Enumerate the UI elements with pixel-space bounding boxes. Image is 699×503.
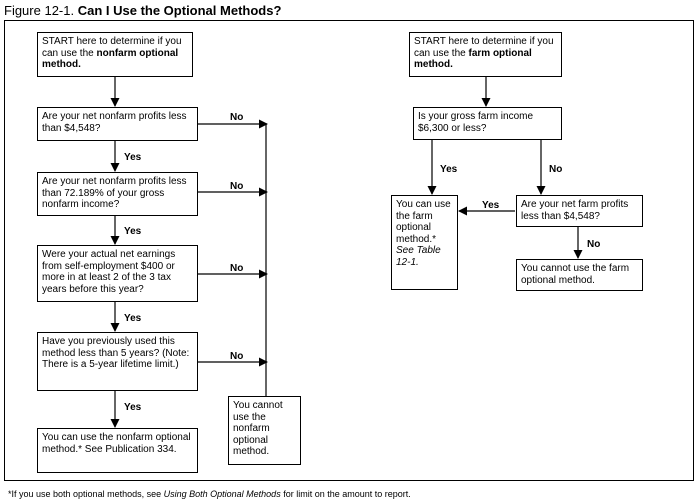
farm-result-no-text: You cannot use the farm optional method. (521, 263, 630, 286)
farm-result-yes-reference: See Table 12-1. (396, 245, 441, 268)
figure-title: Figure 12-1. Can I Use the Optional Meth… (4, 3, 281, 18)
farm-q2-box: Are your net farm profits less than $4,5… (516, 195, 643, 227)
nonfarm-q3-text: Were your actual net earnings from self-… (42, 249, 176, 295)
nonfarm-q1-box: Are your net nonfarm profits less than $… (37, 107, 198, 141)
nonfarm-q1-no-label: No (230, 112, 244, 123)
footnote-reference: Using Both Optional Methods (163, 489, 281, 499)
nonfarm-q2-text: Are your net nonfarm profits less than 7… (42, 176, 187, 210)
nonfarm-result-yes-text: You can use the nonfarm optional method.… (42, 432, 191, 455)
nonfarm-q2-yes-label: Yes (124, 226, 142, 237)
farm-q1-text: Is your gross farm income $6,300 or less… (418, 111, 534, 134)
figure-title-text: Can I Use the Optional Methods? (77, 3, 282, 18)
farm-result-no-box: You cannot use the farm optional method. (516, 259, 643, 291)
farm-result-yes-text: You can use the farm optional method.* (396, 199, 451, 245)
farm-start-box: START here to determine if you can use t… (409, 32, 562, 77)
nonfarm-q2-box: Are your net nonfarm profits less than 7… (37, 172, 198, 216)
nonfarm-start-bold: nonfarm optional method. (42, 47, 179, 71)
nonfarm-q4-yes-label: Yes (124, 402, 142, 413)
nonfarm-q4-box: Have you previously used this method les… (37, 332, 198, 391)
nonfarm-q1-text: Are your net nonfarm profits less than $… (42, 111, 187, 134)
farm-q1-box: Is your gross farm income $6,300 or less… (413, 107, 562, 140)
nonfarm-result-no-text: You cannot use the nonfarm optional meth… (233, 400, 283, 457)
figure-number: Figure 12-1. (4, 3, 75, 18)
nonfarm-q4-text: Have you previously used this method les… (42, 336, 190, 370)
figure-frame (4, 20, 694, 481)
farm-result-yes-box: You can use the farm optional method.* S… (391, 195, 458, 290)
nonfarm-q4-no-label: No (230, 351, 244, 362)
farm-q1-yes-label: Yes (440, 164, 458, 175)
footnote-text-end: for limit on the amount to report. (283, 489, 411, 499)
nonfarm-start-box: START here to determine if you can use t… (37, 32, 193, 77)
nonfarm-q3-no-label: No (230, 263, 244, 274)
footnote: *If you use both optional methods, see U… (8, 489, 411, 500)
nonfarm-start-text: START here to determine if you can use t… (42, 36, 182, 59)
farm-start-text: START here to determine if you can use t… (414, 36, 554, 59)
farm-q2-text: Are your net farm profits less than $4,5… (521, 199, 629, 222)
nonfarm-result-yes-box: You can use the nonfarm optional method.… (37, 428, 198, 473)
nonfarm-q2-no-label: No (230, 181, 244, 192)
farm-start-bold: farm optional method. (414, 47, 532, 71)
farm-q2-no-label: No (587, 239, 601, 250)
footnote-text: *If you use both optional methods, see (8, 489, 162, 499)
nonfarm-q3-box: Were your actual net earnings from self-… (37, 245, 198, 302)
farm-q1-no-label: No (549, 164, 563, 175)
farm-q2-yes-label: Yes (482, 200, 500, 211)
nonfarm-q3-yes-label: Yes (124, 313, 142, 324)
nonfarm-result-no-box: You cannot use the nonfarm optional meth… (228, 396, 301, 465)
nonfarm-q1-yes-label: Yes (124, 152, 142, 163)
